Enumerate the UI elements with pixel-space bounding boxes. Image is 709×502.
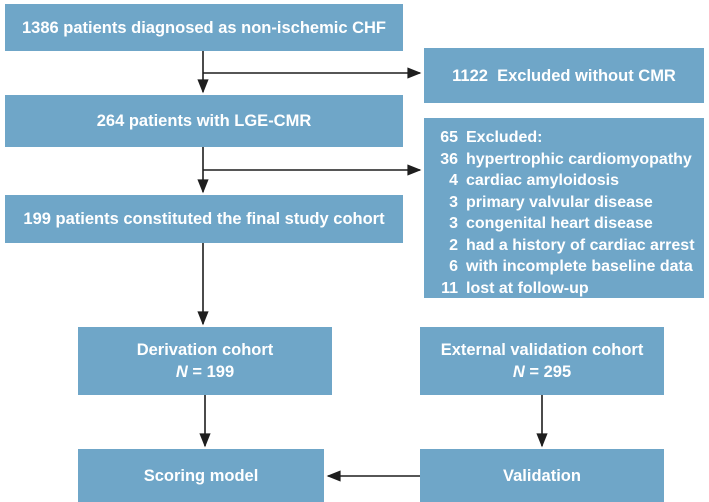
excluded-line: 3 congenital heart disease (434, 213, 653, 235)
excluded-line: 3 primary valvular disease (434, 192, 653, 214)
box-external-validation-cohort: External validation cohort N = 295 (420, 327, 664, 395)
box-lge-label: 264 patients with LGE-CMR (96, 112, 312, 130)
box-chf-label: 1386 patients diagnosed as non-ischemic … (21, 18, 386, 37)
excluded-line-num: 6 (449, 258, 458, 275)
excluded-line-num: 2 (449, 236, 458, 254)
extval-title: External validation cohort (440, 341, 644, 359)
excluded-line-text: lost at follow-up (466, 279, 589, 297)
excluded-line: 36 hypertrophic cardiomyopathy (434, 149, 692, 171)
excluded-line-text: congenital heart disease (466, 215, 653, 232)
box-derivation-cohort: Derivation cohort N = 199 (78, 327, 332, 395)
excluded-line: 2 had a history of cardiac arrest (434, 235, 695, 257)
excluded-line-num: 11 (441, 279, 458, 297)
box-excluded-without-cmr: 1122 Excluded without CMR (424, 48, 704, 103)
excluded-line: 6 with incomplete baseline data (434, 256, 693, 278)
excluded-line-text: hypertrophic cardiomyopathy (466, 150, 692, 168)
excluded-line-text: primary valvular disease (466, 193, 653, 211)
excluded-line-num: 65 (440, 129, 458, 146)
excluded-line-num: 4 (449, 172, 458, 189)
derivation-n: N = 199 (176, 361, 234, 383)
excluded-line-text: Excluded: (466, 129, 543, 146)
excluded-line-num: 3 (449, 215, 458, 232)
excluded-line-text: with incomplete baseline data (466, 258, 693, 275)
box-excluded-cmr-label: 1122 Excluded without CMR (452, 66, 676, 85)
excluded-line-text: had a history of cardiac arrest (466, 236, 695, 254)
box-final-label: 199 patients constituted the final study… (23, 210, 385, 228)
scoring-label: Scoring model (143, 466, 259, 485)
derivation-n-value: = 199 (187, 363, 235, 381)
validation-label: Validation (503, 466, 581, 485)
excluded-line-num: 36 (440, 150, 458, 168)
box-final-study-cohort: 199 patients constituted the final study… (5, 195, 403, 243)
box-scoring-model: Scoring model (78, 449, 324, 502)
excluded-line-num: 3 (449, 193, 458, 211)
derivation-n-symbol: N (175, 363, 188, 381)
box-lge-cmr-patients: 264 patients with LGE-CMR (5, 95, 403, 147)
box-validation: Validation (420, 449, 664, 502)
box-excluded-65: 65 Excluded: 36 hypertrophic cardiomyopa… (424, 118, 704, 298)
extval-n-symbol: N (512, 363, 525, 381)
extval-n: N = 295 (513, 361, 571, 383)
derivation-title: Derivation cohort (136, 341, 274, 359)
excluded-line-text: cardiac amyloidosis (466, 172, 619, 189)
excluded-line: 4 cardiac amyloidosis (434, 170, 619, 192)
extval-n-value: = 295 (524, 363, 572, 381)
excluded-line: 11 lost at follow-up (434, 278, 589, 300)
box-chf-patients: 1386 patients diagnosed as non-ischemic … (5, 4, 403, 51)
excluded-line: 65 Excluded: (434, 127, 542, 149)
